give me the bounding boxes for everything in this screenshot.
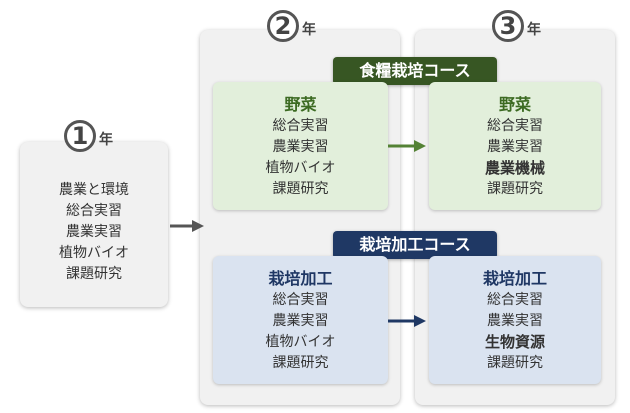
food-course-banner: 食糧栽培コース: [333, 57, 497, 85]
year2-number-circle: 2: [267, 10, 299, 42]
processing-year3-emphasis-subject: 生物資源: [484, 332, 545, 351]
year1-to-year2-arrow: [170, 220, 204, 232]
year1-subject: 総合実習: [66, 203, 122, 219]
food-year3-title: 野菜: [498, 94, 531, 114]
year1-subject: 植物バイオ: [59, 245, 129, 261]
year1-subject: 課題研究: [66, 266, 122, 282]
food-year3-card: 野菜 総合実習 農業実習 農業機械 課題研究: [429, 82, 601, 210]
processing-year3-subject: 総合実習: [487, 291, 543, 308]
food-year2-subject: 植物バイオ: [265, 159, 336, 176]
food-year3-emphasis-subject: 農業機械: [484, 158, 545, 177]
year1-column: [20, 142, 168, 307]
year1-suffix: 年: [99, 132, 113, 148]
food-year3-subject: 農業実習: [487, 138, 543, 155]
food-year2-title: 野菜: [284, 94, 317, 114]
year2-suffix: 年: [302, 22, 316, 38]
food-year3-subject: 総合実習: [487, 117, 543, 134]
processing-year2-subject: 植物バイオ: [265, 333, 336, 350]
year1-subject: 農業実習: [66, 224, 122, 240]
processing-year2-subject: 農業実習: [272, 312, 329, 329]
year1-subject-list: 農業と環境 総合実習 農業実習 植物バイオ 課題研究: [20, 180, 168, 285]
food-course-arrow: [388, 140, 426, 152]
food-year2-subject: 総合実習: [272, 117, 329, 134]
processing-year3-title: 栽培加工: [482, 268, 547, 288]
year3-suffix: 年: [527, 22, 541, 38]
processing-year3-subject: 課題研究: [487, 354, 543, 371]
processing-course-banner: 栽培加工コース: [333, 231, 497, 259]
processing-year2-title: 栽培加工: [268, 268, 333, 288]
processing-year2-subject: 課題研究: [272, 354, 329, 371]
year2-header: 2 年: [267, 10, 316, 42]
year1-number-circle: 1: [64, 120, 96, 152]
food-year3-subject: 課題研究: [487, 180, 543, 197]
processing-year2-subject: 総合実習: [272, 291, 329, 308]
food-year2-card: 野菜 総合実習 農業実習 植物バイオ 課題研究: [213, 82, 388, 210]
year1-header: 1 年: [64, 120, 113, 152]
year1-subject: 農業と環境: [59, 182, 129, 198]
processing-year2-card: 栽培加工 総合実習 農業実習 植物バイオ 課題研究: [213, 256, 388, 384]
processing-course-arrow: [388, 315, 426, 327]
food-year2-subject: 農業実習: [272, 138, 329, 155]
processing-year3-card: 栽培加工 総合実習 農業実習 生物資源 課題研究: [429, 256, 601, 384]
arrow-head: [192, 220, 204, 232]
year3-header: 3 年: [492, 10, 541, 42]
food-year2-subject: 課題研究: [272, 180, 329, 197]
processing-year3-subject: 農業実習: [487, 312, 543, 329]
year3-number-circle: 3: [492, 10, 524, 42]
